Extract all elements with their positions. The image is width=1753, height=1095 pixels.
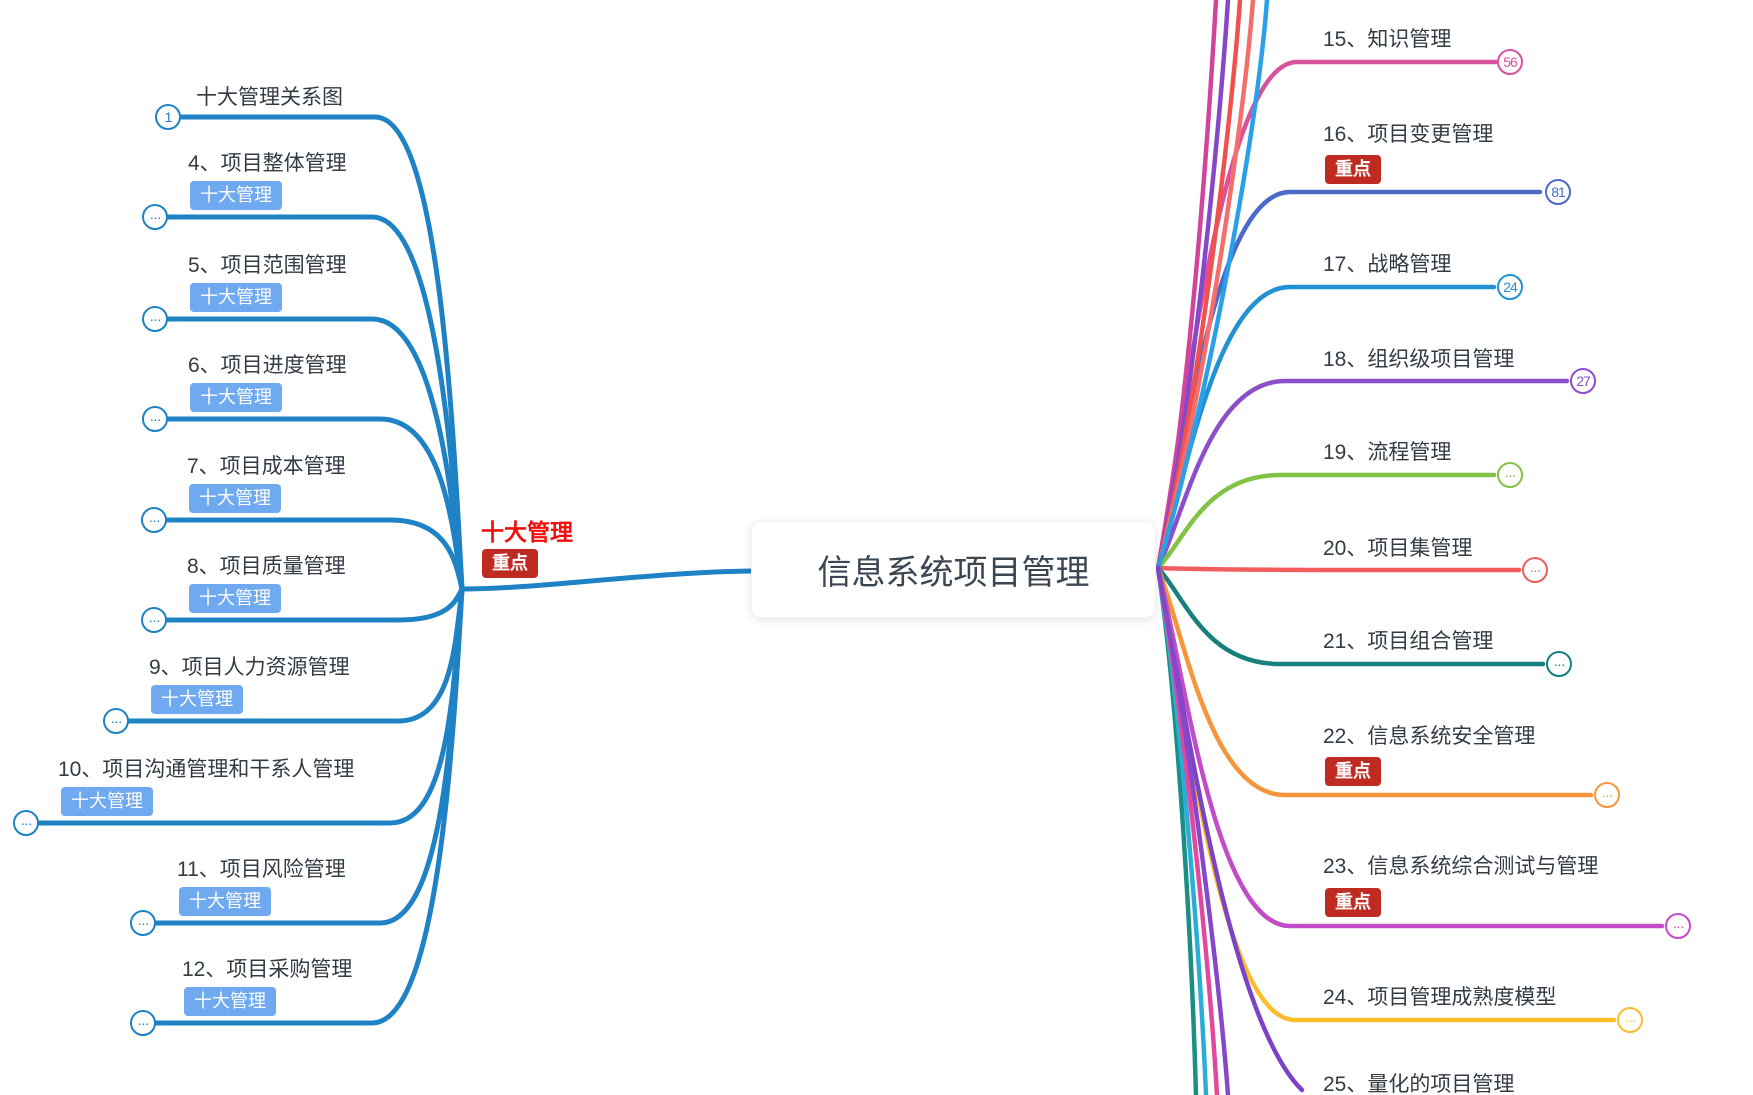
central-topic[interactable]: 信息系统项目管理 [751,521,1156,618]
node-title-21[interactable]: 21、项目组合管理 [1323,630,1494,653]
node-title-16[interactable]: 16、项目变更管理 [1323,123,1494,146]
node-expand-badge[interactable]: ··· [130,1010,156,1036]
node-count-badge[interactable]: 56 [1497,49,1523,75]
node-count-badge[interactable]: 81 [1545,179,1571,205]
line-bottom-exit-4 [1155,565,1231,1095]
line-right-item-25 [1155,565,1305,1093]
node-expand-badge[interactable]: ··· [1665,913,1691,939]
node-expand-badge[interactable]: ··· [1522,557,1548,583]
left-branch-title[interactable]: 十大管理 [481,519,573,545]
node-title-25[interactable]: 25、量化的项目管理 [1323,1073,1515,1095]
node-title-9[interactable]: 9、项目人力资源管理 [149,656,350,679]
node-title-6[interactable]: 6、项目进度管理 [188,354,347,377]
node-expand-badge[interactable]: ··· [1546,651,1572,677]
node-title-17[interactable]: 17、战略管理 [1323,253,1452,276]
node-expand-badge[interactable]: ··· [142,406,168,432]
node-expand-badge[interactable]: ··· [1594,782,1620,808]
line-right-item-22 [1155,565,1594,798]
node-count-badge[interactable]: 1 [155,104,181,130]
node-expand-badge[interactable]: ··· [1617,1007,1643,1033]
node-title-5[interactable]: 5、项目范围管理 [188,254,347,277]
node-tag: 十大管理 [189,584,281,613]
node-title-15[interactable]: 15、知识管理 [1323,28,1452,51]
node-title-18[interactable]: 18、组织级项目管理 [1323,348,1515,371]
node-tag: 十大管理 [179,887,271,916]
node-tag: 十大管理 [190,383,282,412]
node-title-10[interactable]: 10、项目沟通管理和干系人管理 [58,758,355,781]
node-expand-badge[interactable]: ··· [130,910,156,936]
node-expand-badge[interactable]: ··· [141,607,167,633]
node-expand-badge[interactable]: ··· [103,708,129,734]
line-top-exit-5 [1155,0,1270,571]
node-title-7[interactable]: 7、项目成本管理 [187,455,346,478]
node-title-20[interactable]: 20、项目集管理 [1323,537,1473,560]
node-tag: 十大管理 [184,987,276,1016]
node-title-23[interactable]: 23、信息系统综合测试与管理 [1323,855,1599,878]
line-left-item-12 [152,586,465,1026]
left-branch-emphasis-badge: 重点 [482,549,538,578]
line-right-item-21 [1155,565,1546,667]
node-tag: 十大管理 [151,685,243,714]
node-emphasis-badge: 重点 [1325,757,1381,786]
node-title-22[interactable]: 22、信息系统安全管理 [1323,725,1536,748]
node-title-11[interactable]: 11、项目风险管理 [177,858,346,881]
node-expand-badge[interactable]: ··· [1497,462,1523,488]
node-title-12[interactable]: 12、项目采购管理 [182,958,353,981]
node-expand-badge[interactable]: ··· [141,507,167,533]
node-title-4[interactable]: 4、项目整体管理 [188,152,347,175]
left-hub-connector-line [459,568,756,592]
node-expand-badge[interactable]: ··· [13,810,39,836]
line-left-item-7 [163,517,465,592]
line-left-item-6 [164,416,465,592]
node-title-relation-map[interactable]: 十大管理关系图 [196,86,343,109]
node-expand-badge[interactable]: ··· [142,306,168,332]
node-tag: 十大管理 [190,283,282,312]
node-title-19[interactable]: 19、流程管理 [1323,441,1452,464]
node-count-badge[interactable]: 27 [1570,368,1596,394]
line-right-item-18 [1155,378,1570,571]
node-tag: 十大管理 [61,787,153,816]
line-right-item-19 [1155,472,1497,571]
node-expand-badge[interactable]: ··· [142,204,168,230]
node-tag: 十大管理 [190,181,282,210]
line-right-item-20 [1155,565,1522,573]
node-tag: 十大管理 [189,484,281,513]
node-title-8[interactable]: 8、项目质量管理 [187,555,346,578]
node-emphasis-badge: 重点 [1325,155,1381,184]
node-title-24[interactable]: 24、项目管理成熟度模型 [1323,986,1557,1009]
node-emphasis-badge: 重点 [1325,888,1381,917]
node-count-badge[interactable]: 24 [1497,274,1523,300]
